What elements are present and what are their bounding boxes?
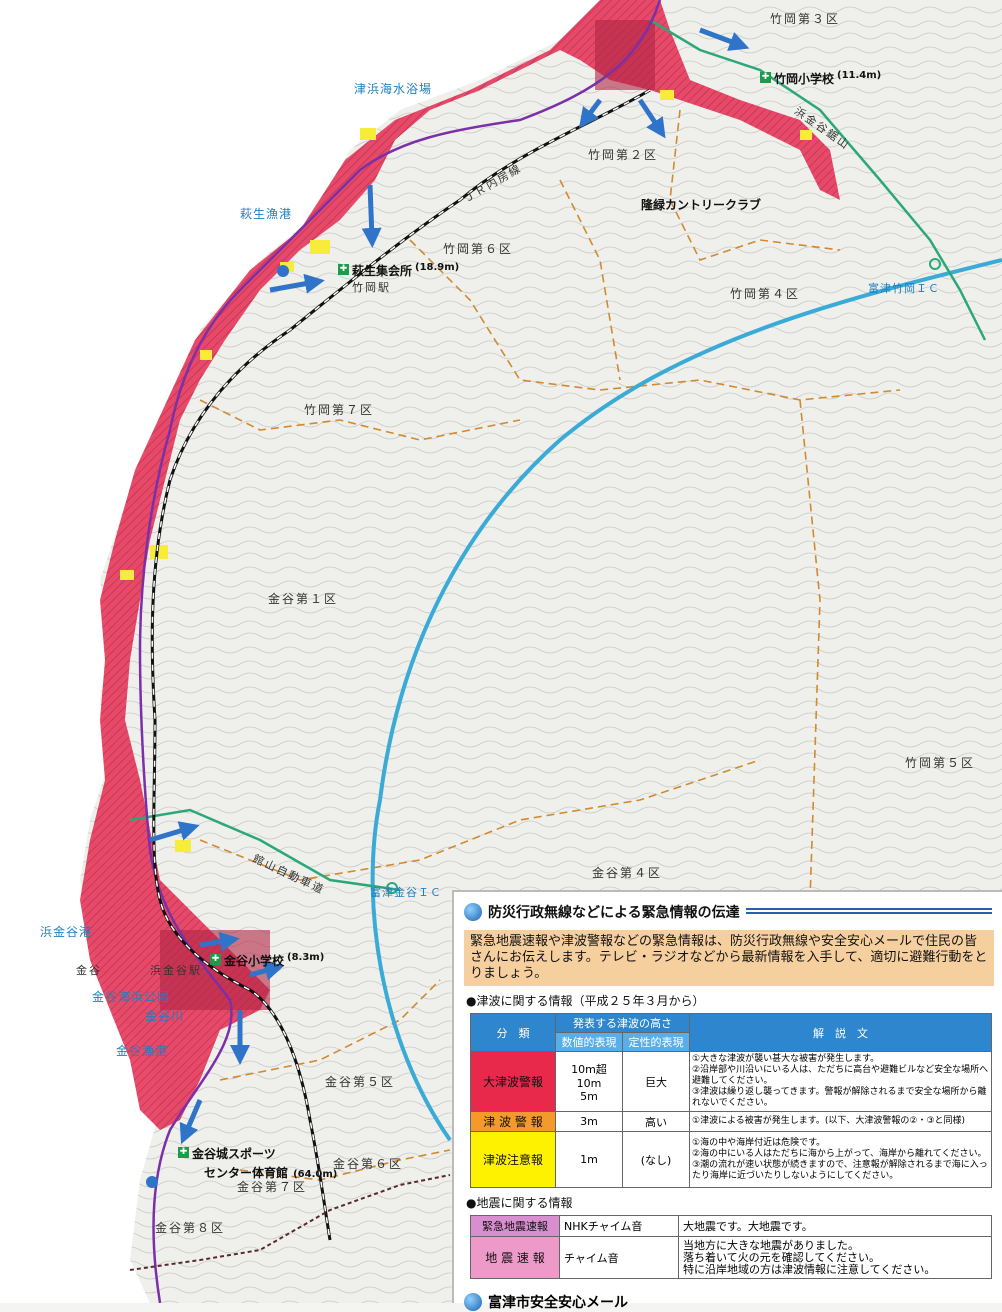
route-shield-icon <box>146 1176 158 1188</box>
tsunami-heading: ●津波に関する情報（平成２５年３月から） <box>466 994 705 1008</box>
jr-railway-ties <box>151 89 651 1241</box>
expressway <box>370 258 1002 1142</box>
national-route <box>138 0 662 1303</box>
evacuation-arrows <box>149 27 750 1145</box>
district-label: 金谷第７区 <box>237 1180 308 1194</box>
interchange-icon <box>929 258 941 270</box>
table-row: 津 波 警 報 3m 高い ①津波による被害が発生します。(以下、大津波警報の②… <box>470 1111 992 1132</box>
place-label: 富津竹岡ＩＣ <box>868 282 940 295</box>
table-row: 津波注意報 1m (なし) ①海の中や海岸付近は危険です。 ②海の中にいる人はた… <box>470 1131 992 1188</box>
green-road <box>649 18 987 341</box>
table-row: 緊急地震速報 NHKチャイム音 大地震です。大地震です。 <box>470 1215 992 1237</box>
place-label: 萩生漁港 <box>240 207 293 221</box>
district-label: 竹岡第３区 <box>770 12 841 26</box>
place-label: 金谷 <box>76 964 102 977</box>
municipal-boundary <box>129 1174 451 1271</box>
shelter-kanaya-es: ✚ 金谷小学校 (8.3m) <box>210 952 325 968</box>
district-boundaries <box>199 109 901 1181</box>
station-label: 竹岡駅 <box>352 281 391 294</box>
place-label: 金谷川 <box>145 1009 185 1023</box>
info-panel: 防災行政無線などによる緊急情報の伝達 緊急地震速報や津波警報などの緊急情報は、防… <box>452 890 1002 1311</box>
district-label: 金谷第１区 <box>268 592 339 606</box>
shelter-kanaya-sports: ✚ 金谷城スポーツ センター体育館 (64.0m) <box>178 1147 338 1180</box>
bullet-ball-icon <box>464 1293 482 1311</box>
route-shield-icon <box>277 265 289 277</box>
district-label: 竹岡第６区 <box>443 242 514 256</box>
shelter-takeoka-es: ✚ 竹岡小学校 (11.4m) <box>760 70 882 86</box>
place-label: 富津金谷ＩＣ <box>370 886 442 899</box>
panel-header: 防災行政無線などによる緊急情報の伝達 <box>464 902 1002 922</box>
col-kind: 分 類 <box>470 1013 556 1052</box>
col-numeric: 数値的表現 <box>555 1032 623 1052</box>
footer-header: 富津市安全安心メール <box>464 1292 628 1312</box>
panel-title: 防災行政無線などによる緊急情報の伝達 <box>488 905 740 921</box>
place-label: 金谷海浜公園 <box>92 990 171 1004</box>
col-qual: 定性的表現 <box>622 1032 690 1052</box>
footer-title: 富津市安全安心メール <box>488 1295 628 1311</box>
station-label: 浜金谷駅 <box>150 964 202 977</box>
shelter-icon: ✚ <box>760 72 771 83</box>
tsunami-table: 分 類 発表する津波の高さ 解 説 文 数値的表現 定性的表現 大津波警報 10… <box>470 1013 992 1188</box>
district-label: 竹岡第２区 <box>588 148 659 162</box>
district-label: 竹岡第５区 <box>905 756 976 770</box>
shelter-icon: ✚ <box>210 954 221 965</box>
col-height: 発表する津波の高さ <box>555 1013 690 1033</box>
district-label: 金谷第６区 <box>333 1157 404 1171</box>
table-row: 大津波警報 10m超 10m 5m 巨大 ①大きな津波が襲い甚大な被害が発生しま… <box>470 1051 992 1112</box>
header-rule <box>745 908 992 916</box>
bullet-ball-icon <box>464 903 482 921</box>
place-label: 隆緑カントリークラブ <box>641 198 762 212</box>
district-label: 金谷第４区 <box>592 866 663 880</box>
inundation-zone <box>80 0 840 1130</box>
district-label: 金谷第８区 <box>155 1221 226 1235</box>
shelter-icon: ✚ <box>338 264 349 275</box>
quake-heading: ●地震に関する情報 <box>466 1196 573 1210</box>
shelter-hagyu-hall: ✚ 萩生集会所 (18.9m) <box>338 262 460 278</box>
place-label: 金谷漁港 <box>116 1044 169 1058</box>
table-row: 地 震 速 報 チャイム音 当地方に大きな地震がありました。 落ち着いて火の元を… <box>470 1236 992 1279</box>
district-label: 金谷第５区 <box>325 1075 396 1089</box>
district-label: 竹岡第７区 <box>304 403 375 417</box>
green-road-south <box>129 808 401 892</box>
shelter-icon: ✚ <box>178 1147 189 1158</box>
place-label: 浜金谷港 <box>40 925 93 939</box>
place-label: 津浜海水浴場 <box>354 82 433 96</box>
quake-table: 緊急地震速報 NHKチャイム音 大地震です。大地震です。 地 震 速 報 チャイ… <box>470 1215 992 1279</box>
district-label: 竹岡第４区 <box>730 287 801 301</box>
col-desc: 解 説 文 <box>689 1013 992 1052</box>
interchange-icon <box>386 882 398 894</box>
notice-text: 緊急地震速報や津波警報などの緊急情報は、防災行政無線や安全安心メールで住民の皆さ… <box>464 930 994 986</box>
